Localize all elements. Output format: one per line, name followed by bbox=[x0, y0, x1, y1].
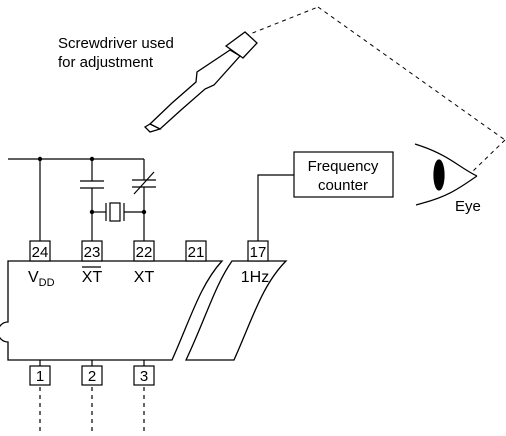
screwdriver-label-line2: for adjustment bbox=[58, 54, 154, 71]
bottom-dashed-leads bbox=[39, 387, 145, 434]
pin-3-label: 3 bbox=[140, 368, 148, 385]
vdd-label: VDD bbox=[28, 269, 55, 289]
pin-22-label: 22 bbox=[136, 244, 153, 261]
screwdriver-label-line1: Screwdriver used bbox=[58, 35, 174, 52]
pin-1-label: 1 bbox=[36, 368, 44, 385]
pin-21-label: 21 bbox=[188, 244, 205, 261]
pin-23-label: 23 bbox=[84, 244, 101, 261]
frequency-counter-label-line2: counter bbox=[318, 177, 368, 194]
vdd-subscript: DD bbox=[39, 277, 55, 289]
oscillator-network bbox=[8, 158, 156, 241]
pin-2-label: 2 bbox=[88, 368, 96, 385]
screwdriver-icon bbox=[143, 31, 258, 133]
junction-dots bbox=[37, 156, 147, 215]
1hz-label: 1Hz bbox=[241, 269, 269, 286]
xt-label: XT bbox=[134, 269, 155, 286]
ic-body bbox=[0, 260, 288, 361]
counter-probe-wire bbox=[257, 174, 294, 241]
pin-17-label: 17 bbox=[250, 244, 267, 261]
bottom-pin-leads bbox=[39, 360, 145, 366]
eye-icon bbox=[414, 143, 478, 206]
vdd-main: V bbox=[28, 269, 39, 286]
bottom-pin-labels: 1 2 3 bbox=[36, 368, 148, 385]
frequency-counter-label-line1: Frequency bbox=[308, 158, 379, 175]
pin-24-label: 24 bbox=[32, 244, 49, 261]
eye-label: Eye bbox=[455, 198, 481, 215]
xt-bar-label: XT bbox=[82, 269, 103, 286]
top-pins bbox=[29, 240, 269, 262]
top-pin-labels: 24 23 22 21 17 bbox=[32, 244, 267, 261]
sight-line bbox=[244, 6, 506, 173]
frequency-counter: Frequency counter bbox=[293, 151, 394, 198]
